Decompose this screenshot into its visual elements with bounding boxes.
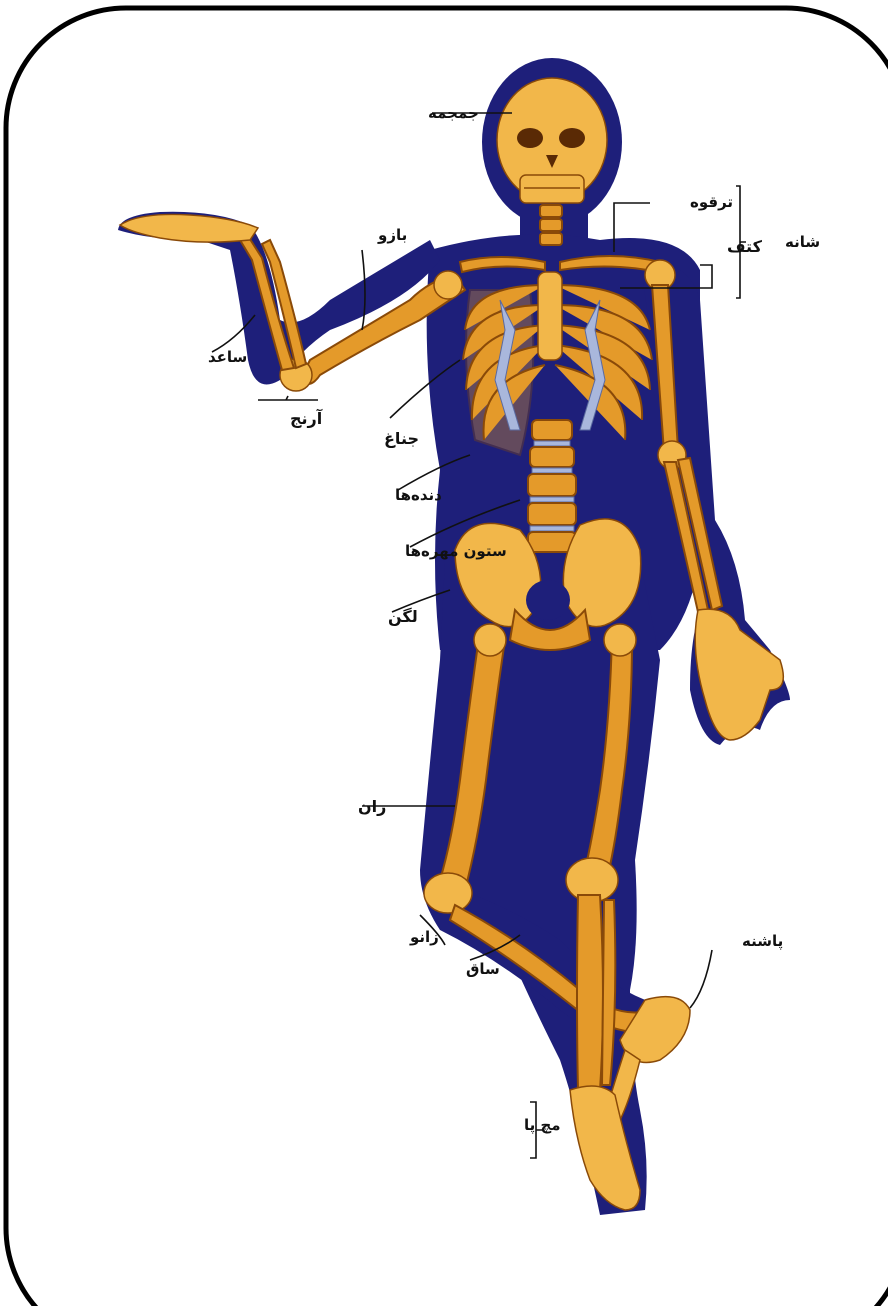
label-pelvis: لگن — [388, 607, 418, 626]
label-clavicle: ترقوه — [690, 193, 733, 211]
knee-cap-right — [424, 873, 472, 913]
sternum-bone — [538, 272, 562, 360]
label-femur: ران — [358, 797, 386, 816]
spine — [528, 420, 576, 552]
label-sternum: جناغ — [384, 429, 419, 448]
label-knee: زانو — [409, 928, 439, 946]
label-spine: ستون مهره‌ها — [405, 542, 507, 560]
label-ankle: مچ پا — [524, 1116, 561, 1135]
label-skull: جمجمه — [428, 104, 479, 122]
label-forearm: ساعد — [208, 348, 247, 366]
label-ribs: دنده‌ها — [395, 486, 442, 504]
label-humerus: بازو — [377, 226, 407, 244]
label-heel: پاشنه — [742, 932, 783, 951]
label-scapula: کتف — [727, 237, 763, 256]
label-shin: ساق — [466, 960, 500, 978]
label-elbow: آرنج — [290, 408, 323, 428]
shin-bone-left — [577, 895, 603, 1090]
label-shoulder: شانه — [785, 233, 820, 251]
